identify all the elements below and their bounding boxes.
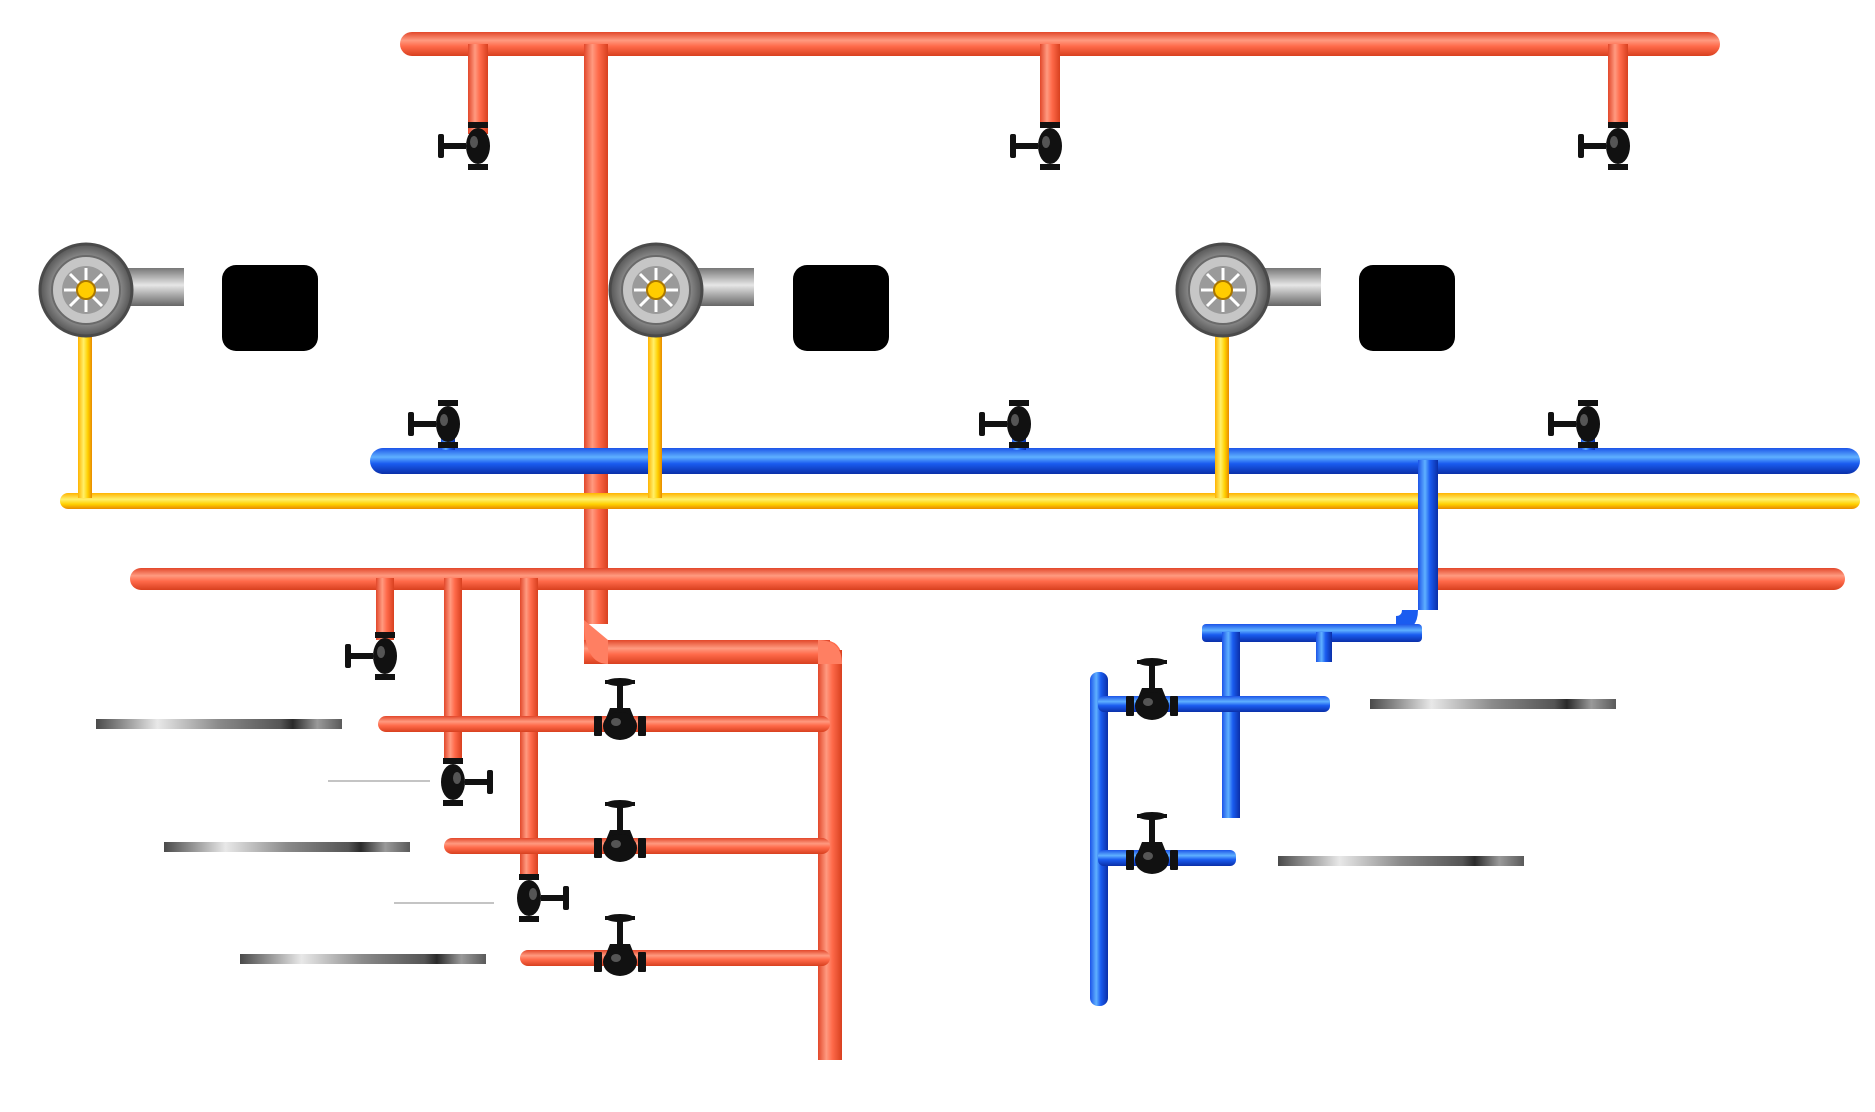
- boiler-3[interactable]: [1359, 265, 1455, 351]
- gas-line-pipe: [60, 286, 1860, 509]
- burner-fan-icon[interactable]: [608, 242, 756, 338]
- gate-valve-icon[interactable]: [594, 914, 646, 976]
- boiler-3-window: [1359, 265, 1455, 351]
- burner-fan-icon[interactable]: [38, 242, 186, 338]
- ball-valve-icon[interactable]: [441, 758, 493, 806]
- pressure-gauge-icon: [164, 842, 410, 852]
- ball-valve-icon[interactable]: [1010, 122, 1062, 170]
- boiler-2[interactable]: [793, 265, 889, 351]
- connector-lines: [328, 780, 494, 904]
- burner-fan-icon[interactable]: [1175, 242, 1323, 338]
- ball-valve-icon[interactable]: [1578, 122, 1630, 170]
- boiler-1[interactable]: [222, 265, 318, 351]
- pressure-gauge-icon: [1370, 699, 1616, 709]
- ball-valve-icon[interactable]: [345, 632, 397, 680]
- gate-valve-icon[interactable]: [594, 800, 646, 862]
- ball-valve-icon[interactable]: [1548, 400, 1600, 448]
- hot-riser-pipe: [584, 44, 842, 1060]
- pressure-gauge-icon: [240, 954, 486, 964]
- boiler-1-window: [222, 265, 318, 351]
- ball-valve-icon[interactable]: [408, 400, 460, 448]
- pressure-gauge-icon: [1278, 856, 1524, 866]
- distribution-header-pipe: [130, 568, 1845, 880]
- cold-branch-lines: [1090, 460, 1438, 1006]
- ball-valve-icon[interactable]: [438, 122, 490, 170]
- gate-valve-icon[interactable]: [1126, 812, 1178, 874]
- boiler-2-window: [793, 265, 889, 351]
- gate-valve-icon[interactable]: [1126, 658, 1178, 720]
- pressure-gauge-icon: [96, 719, 342, 729]
- supply-header-pipe: [400, 32, 1720, 134]
- ball-valve-icon[interactable]: [979, 400, 1031, 448]
- ball-valve-icon[interactable]: [517, 874, 569, 922]
- gate-valve-icon[interactable]: [594, 678, 646, 740]
